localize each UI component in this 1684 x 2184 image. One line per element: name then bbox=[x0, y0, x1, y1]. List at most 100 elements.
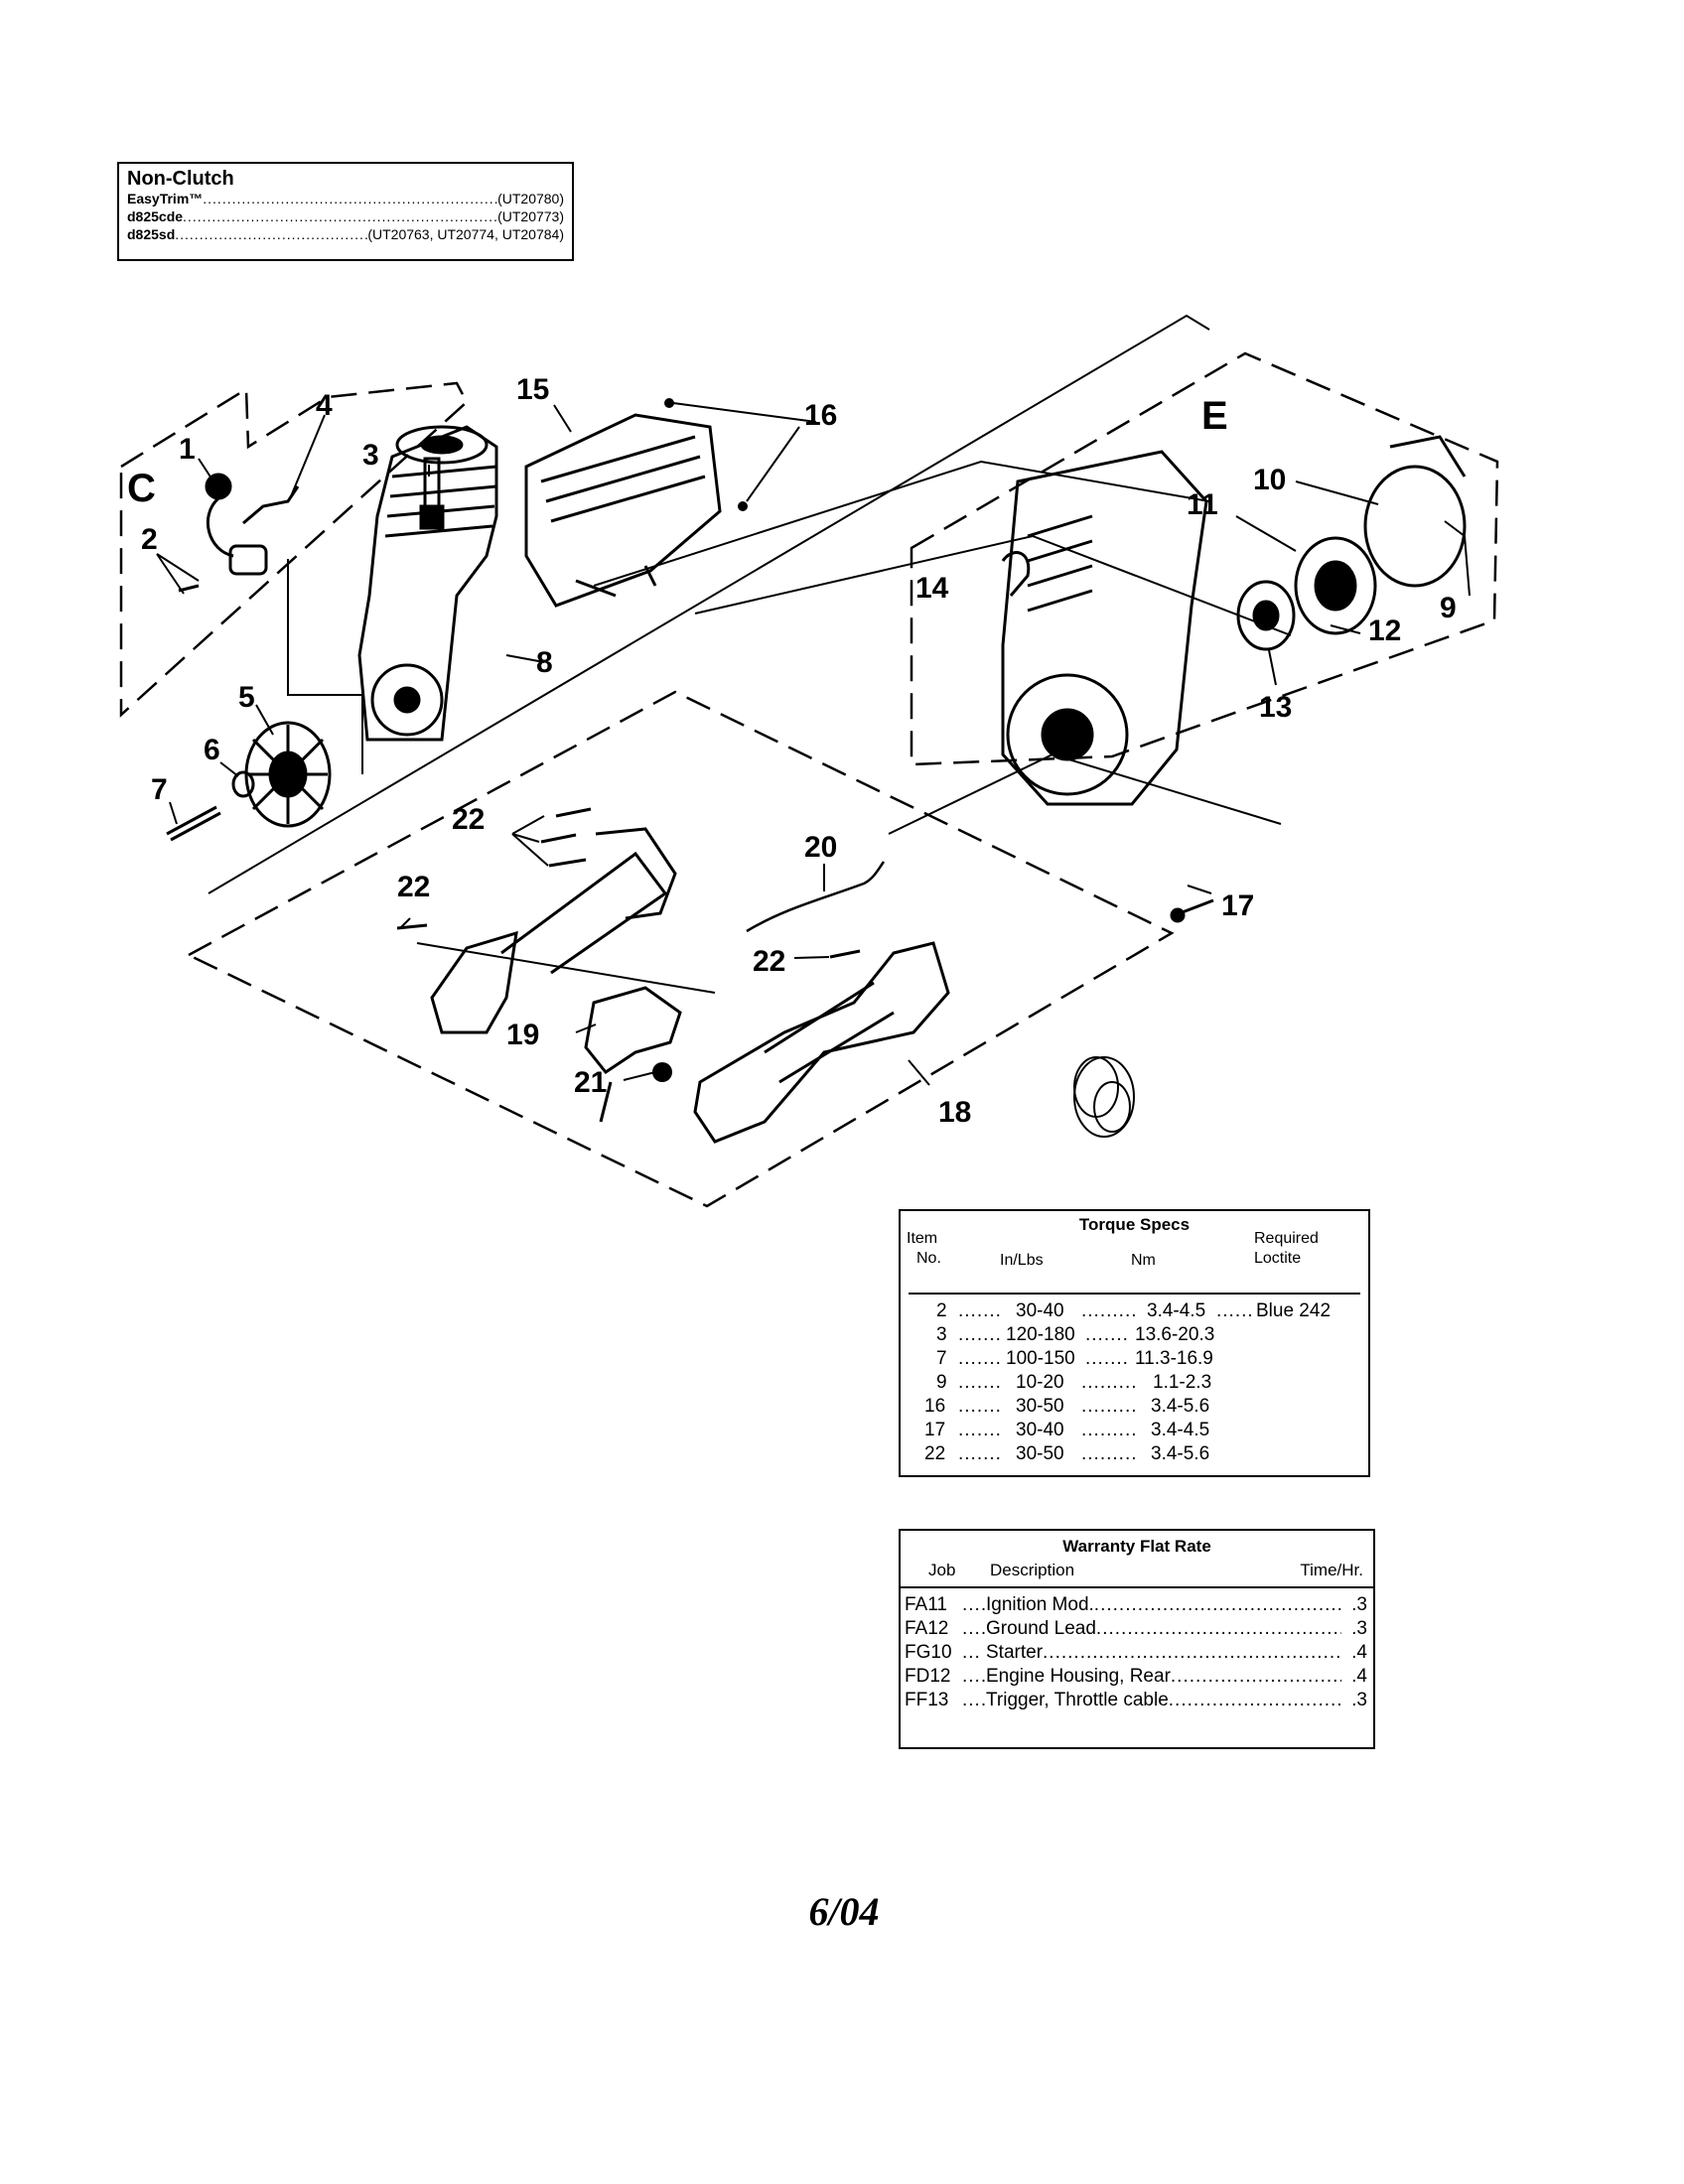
callout-part-6: 6 bbox=[204, 734, 220, 766]
warranty-job: FF13 bbox=[905, 1690, 949, 1710]
torque-nm: 3.4-4.5 bbox=[1147, 1300, 1206, 1321]
leader-dots: ....... bbox=[958, 1372, 1002, 1393]
shroud-part bbox=[524, 413, 722, 608]
model-row: d825cde (UT20773) bbox=[127, 207, 564, 225]
assembly-line bbox=[208, 314, 1210, 894]
leader-dots: ... bbox=[962, 1642, 981, 1663]
callout-part-11: 11 bbox=[1187, 488, 1218, 521]
callout-part-15: 15 bbox=[516, 373, 549, 406]
warranty-time: .3 bbox=[1351, 1690, 1367, 1710]
warranty-row: FD12 .... Engine Housing, Rear .4 bbox=[905, 1666, 1367, 1690]
header-divider bbox=[901, 1586, 1373, 1588]
callout-part-17: 17 bbox=[1221, 889, 1254, 922]
flywheel-part bbox=[244, 721, 332, 828]
model-applicability-box: Non-Clutch EasyTrim™ (UT20780) d825cde (… bbox=[117, 162, 574, 261]
leader-dots: ......... bbox=[1081, 1396, 1138, 1417]
warranty-row: FG10 ... Starter .4 bbox=[905, 1642, 1367, 1666]
leader-dots: ....... bbox=[958, 1324, 1002, 1345]
callout-part-7: 7 bbox=[151, 773, 168, 806]
cylinder-block-part bbox=[357, 425, 498, 742]
screw-22-parts bbox=[396, 807, 861, 959]
header-loctite-line1: Required bbox=[1254, 1230, 1319, 1247]
assembly-lines bbox=[208, 314, 1292, 994]
warranty-description: Trigger, Throttle cable bbox=[986, 1690, 1169, 1710]
leader-dots: .... bbox=[962, 1690, 988, 1710]
leader-dots: ......... bbox=[1081, 1372, 1138, 1393]
warranty-row: FA12 .... Ground Lead .3 bbox=[905, 1618, 1367, 1642]
leader-dots: ....... bbox=[1085, 1324, 1129, 1345]
assembly-line bbox=[416, 942, 716, 994]
header-description: Description bbox=[990, 1561, 1075, 1579]
torque-inlbs: 30-40 bbox=[1016, 1300, 1064, 1321]
callout-part-2: 2 bbox=[141, 523, 158, 556]
torque-specs-table: Torque Specs Item No. In/Lbs Nm Required… bbox=[899, 1209, 1370, 1477]
leader-dots bbox=[1096, 1618, 1341, 1642]
header-loctite: Required Loctite bbox=[1254, 1229, 1319, 1269]
leader-dots bbox=[1171, 1666, 1341, 1690]
leader-dots: ....... bbox=[958, 1348, 1002, 1369]
header-item-line1: Item bbox=[907, 1230, 938, 1247]
leader-dots: ....... bbox=[958, 1420, 1002, 1440]
warranty-job: FA12 bbox=[905, 1618, 949, 1639]
leader-dots bbox=[1043, 1642, 1341, 1666]
engine-housing-part bbox=[1001, 450, 1208, 806]
torque-item: 7 bbox=[936, 1348, 947, 1369]
screw-17-part bbox=[1170, 898, 1214, 923]
spark-plug-part bbox=[419, 457, 445, 530]
leader-dots: ....... bbox=[958, 1300, 1002, 1321]
model-codes: (UT20773) bbox=[497, 208, 564, 224]
warranty-description: Ground Lead bbox=[986, 1618, 1096, 1639]
header-inlbs: In/Lbs bbox=[1000, 1252, 1044, 1269]
model-box-title: Non-Clutch bbox=[127, 168, 234, 190]
model-name: d825sd bbox=[127, 226, 176, 242]
torque-nm: 3.4-5.6 bbox=[1151, 1443, 1210, 1464]
callout-part-5: 5 bbox=[238, 681, 255, 714]
callout-part-22: 22 bbox=[753, 945, 785, 978]
callout-part-21: 21 bbox=[574, 1066, 607, 1099]
header-time: Time/Hr. bbox=[1300, 1561, 1363, 1579]
model-row: d825sd (UT20763, UT20774, UT20784) bbox=[127, 225, 564, 243]
handle-housing-left-part bbox=[430, 827, 677, 1034]
leader-dots: .... bbox=[962, 1666, 988, 1687]
torque-inlbs: 100-150 bbox=[1006, 1348, 1075, 1369]
warranty-time: .4 bbox=[1351, 1642, 1367, 1663]
torque-nm: 3.4-5.6 bbox=[1151, 1396, 1210, 1417]
warranty-time: .4 bbox=[1351, 1666, 1367, 1687]
warranty-job: FD12 bbox=[905, 1666, 951, 1687]
assembly-line bbox=[287, 559, 363, 774]
torque-item: 17 bbox=[924, 1420, 946, 1440]
callout-part-8: 8 bbox=[536, 646, 553, 679]
cable-coil-part bbox=[1073, 1056, 1135, 1138]
warranty-time: .3 bbox=[1351, 1594, 1367, 1615]
model-codes: (UT20780) bbox=[497, 191, 564, 206]
warranty-title: Warranty Flat Rate bbox=[1062, 1537, 1211, 1556]
leader-dots: ......... bbox=[1081, 1420, 1138, 1440]
warranty-job: FA11 bbox=[905, 1594, 947, 1615]
section-label-c: C bbox=[127, 467, 156, 510]
nut-part bbox=[652, 1062, 672, 1082]
washer-part bbox=[231, 770, 255, 798]
callout-part-22: 22 bbox=[452, 803, 485, 836]
callout-part-3: 3 bbox=[362, 439, 379, 472]
leader-dots: .... bbox=[962, 1594, 988, 1615]
warranty-row: FA11 .... Ignition Mod. .3 bbox=[905, 1594, 1367, 1618]
model-name: d825cde bbox=[127, 208, 184, 224]
section-outlines bbox=[119, 351, 1499, 1208]
callout-part-1: 1 bbox=[179, 433, 196, 466]
leader-dots: ....... bbox=[1085, 1348, 1129, 1369]
torque-inlbs: 30-40 bbox=[1016, 1420, 1064, 1440]
shaft-part bbox=[166, 805, 221, 842]
torque-loctite: Blue 242 bbox=[1256, 1300, 1332, 1321]
torque-item: 2 bbox=[936, 1300, 947, 1321]
callout-part-13: 13 bbox=[1259, 691, 1292, 724]
torque-inlbs: 30-50 bbox=[1016, 1443, 1064, 1464]
header-item-line2: No. bbox=[916, 1250, 941, 1267]
revision-date: 6/04 bbox=[808, 1889, 880, 1934]
callout-part-18: 18 bbox=[938, 1096, 971, 1129]
torque-nm: 3.4-4.5 bbox=[1151, 1420, 1210, 1440]
model-name: EasyTrim™ bbox=[127, 191, 204, 206]
ground-lead-part bbox=[242, 485, 300, 525]
leader-dots: .... bbox=[962, 1618, 988, 1639]
leader-dots: ....... bbox=[958, 1443, 1002, 1464]
